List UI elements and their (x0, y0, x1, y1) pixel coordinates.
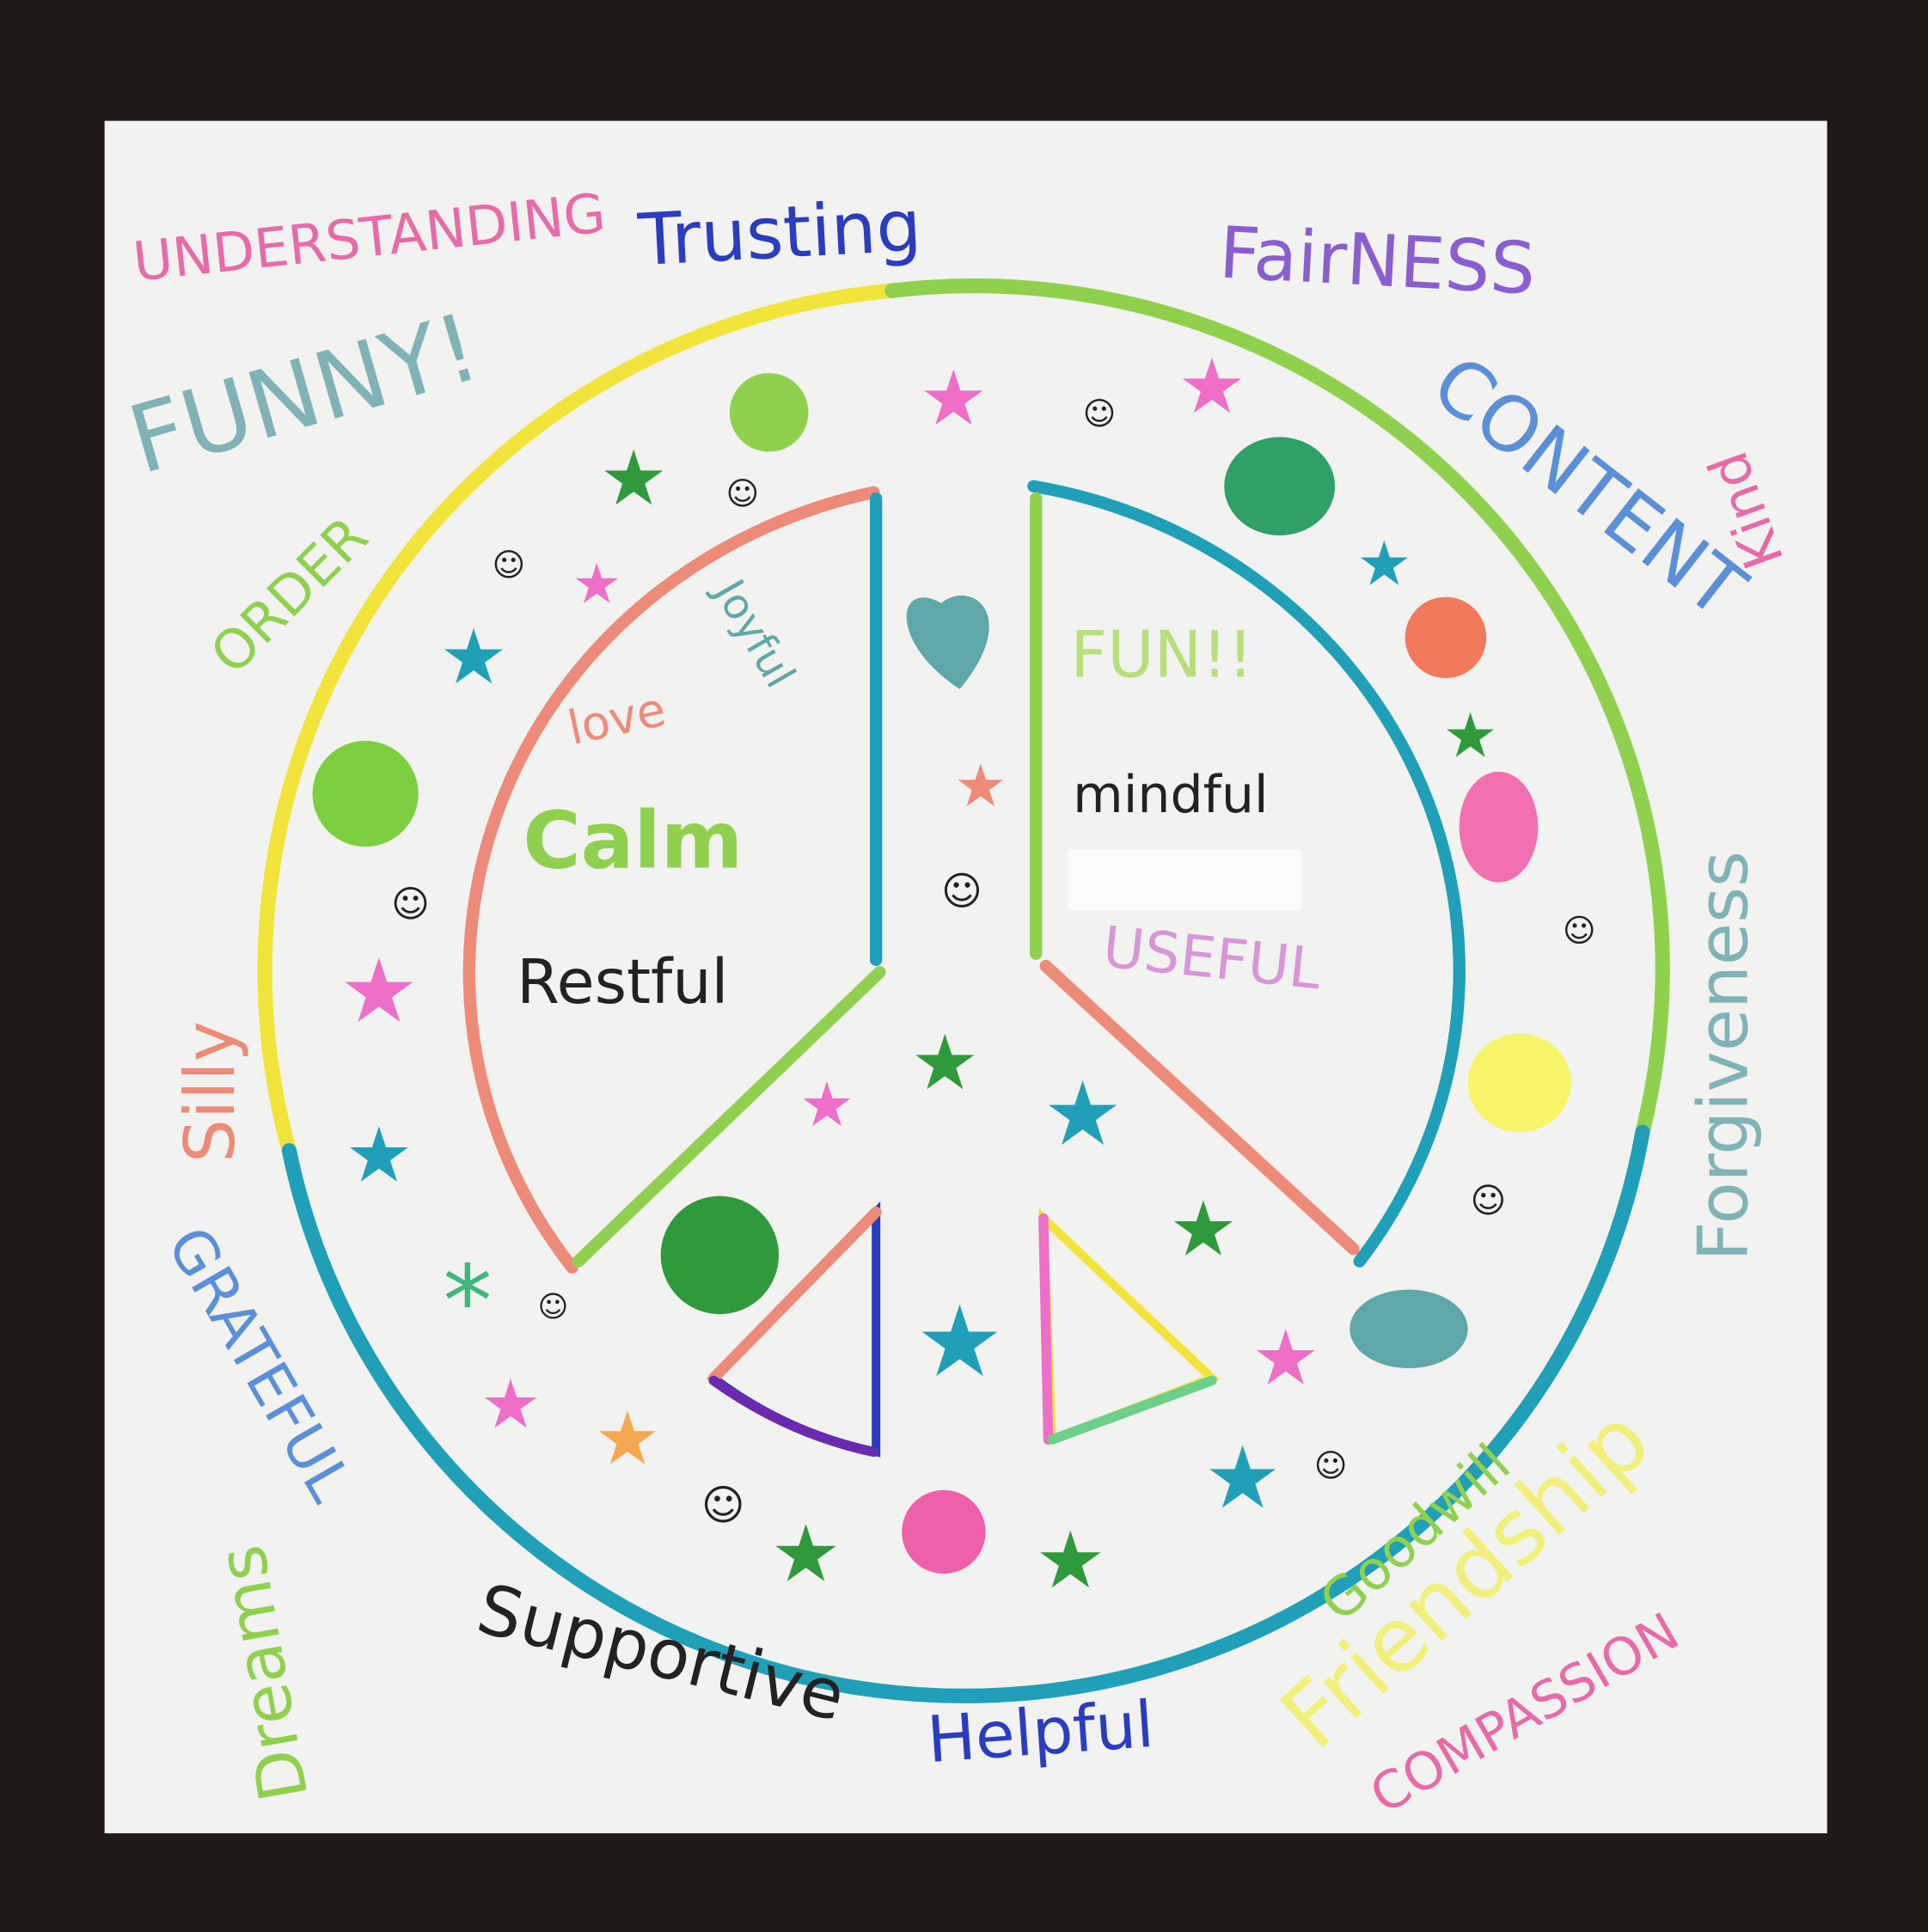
word-calm: Calm (523, 794, 743, 886)
asterisk-icon: * (443, 1244, 492, 1359)
smiley-icon: ☺ (1563, 911, 1596, 949)
pink-dot (902, 1489, 986, 1574)
star-icon: ★ (771, 1508, 842, 1600)
star-icon: ★ (799, 1069, 854, 1140)
word-forgiveness: Forgiveness (1684, 851, 1764, 1261)
left-triangle-edge (707, 1206, 882, 1384)
star-icon: ★ (572, 553, 621, 617)
star-icon: ★ (599, 434, 668, 523)
smiley-icon: ☺ (701, 1482, 745, 1530)
smiley-icon: ☺ (538, 1290, 569, 1324)
smiley-icon: ☺ (726, 474, 760, 512)
orange-dot (1405, 596, 1487, 679)
star-icon: ★ (915, 1286, 1004, 1400)
green-flower (1224, 437, 1336, 536)
smiley-icon: ☺ (1083, 394, 1117, 432)
star-icon: ★ (1169, 1184, 1238, 1273)
green-dot (729, 373, 809, 452)
star-icon: ★ (1178, 342, 1246, 431)
outer-ring-green (884, 278, 1670, 1140)
words: UNDERSTANDING Trusting FairNESS FUNNY! C… (118, 181, 1796, 1825)
outer-ring-yellow (257, 283, 900, 1159)
right-diagonal (1039, 959, 1360, 1256)
star-icon: ★ (1442, 700, 1497, 772)
word-fun: FUN!! (1070, 618, 1253, 693)
left-diagonal (572, 966, 886, 1268)
word-mindful: mindful (1073, 765, 1268, 825)
smiley-icon: ☺ (391, 883, 430, 926)
star-icon: ★ (595, 1397, 661, 1483)
word-trusting: Trusting (635, 184, 923, 282)
word-silly: Silly (170, 1021, 250, 1163)
star-icon: ★ (911, 1018, 980, 1107)
star-icon: ★ (439, 613, 508, 701)
left-arc-salmon (462, 486, 880, 1274)
star-icon: ★ (1043, 1063, 1122, 1166)
right-triangle-bottom (1047, 1375, 1217, 1445)
left-triangle-bottom (708, 1375, 879, 1458)
heart-icon (906, 595, 989, 689)
smiley-icon: ☺ (493, 546, 526, 584)
peace-symbol (257, 278, 1670, 1703)
smiley-icon: ☺ (1471, 1181, 1507, 1220)
star-icon: ★ (1204, 1428, 1282, 1528)
star-icon: ★ (954, 752, 1007, 821)
right-arc-teal (1027, 480, 1466, 1268)
star-icon: ★ (920, 354, 988, 443)
star-icon: ★ (480, 1365, 542, 1444)
word-fairness: FairNESS (1217, 211, 1538, 311)
star-icon: ★ (345, 1110, 413, 1199)
green-blob (660, 1195, 780, 1315)
smiley-icon: ☺ (941, 867, 982, 914)
decorations: ★ ★ ★ ★ ★ ★ ★ ★ ★ ★ ★ ★ ★ ★ ★ ★ ★ ★ ★ ★ … (312, 342, 1596, 1606)
smiley-icon: ☺ (1314, 1446, 1348, 1484)
word-helpful: Helpful (925, 1687, 1156, 1777)
yellow-blob (1467, 1033, 1571, 1133)
star-icon: ★ (340, 939, 419, 1042)
pink-blob (1459, 771, 1539, 883)
outer-ring-teal (281, 1124, 1650, 1703)
word-restful: Restful (517, 946, 728, 1018)
star-icon: ★ (1356, 528, 1411, 599)
white-out (1068, 849, 1302, 911)
teal-blob (1350, 1289, 1468, 1369)
right-triangle-left (1038, 1213, 1054, 1445)
green-dot (312, 741, 419, 847)
star-icon: ★ (1035, 1514, 1105, 1606)
star-icon: ★ (1252, 1314, 1320, 1403)
